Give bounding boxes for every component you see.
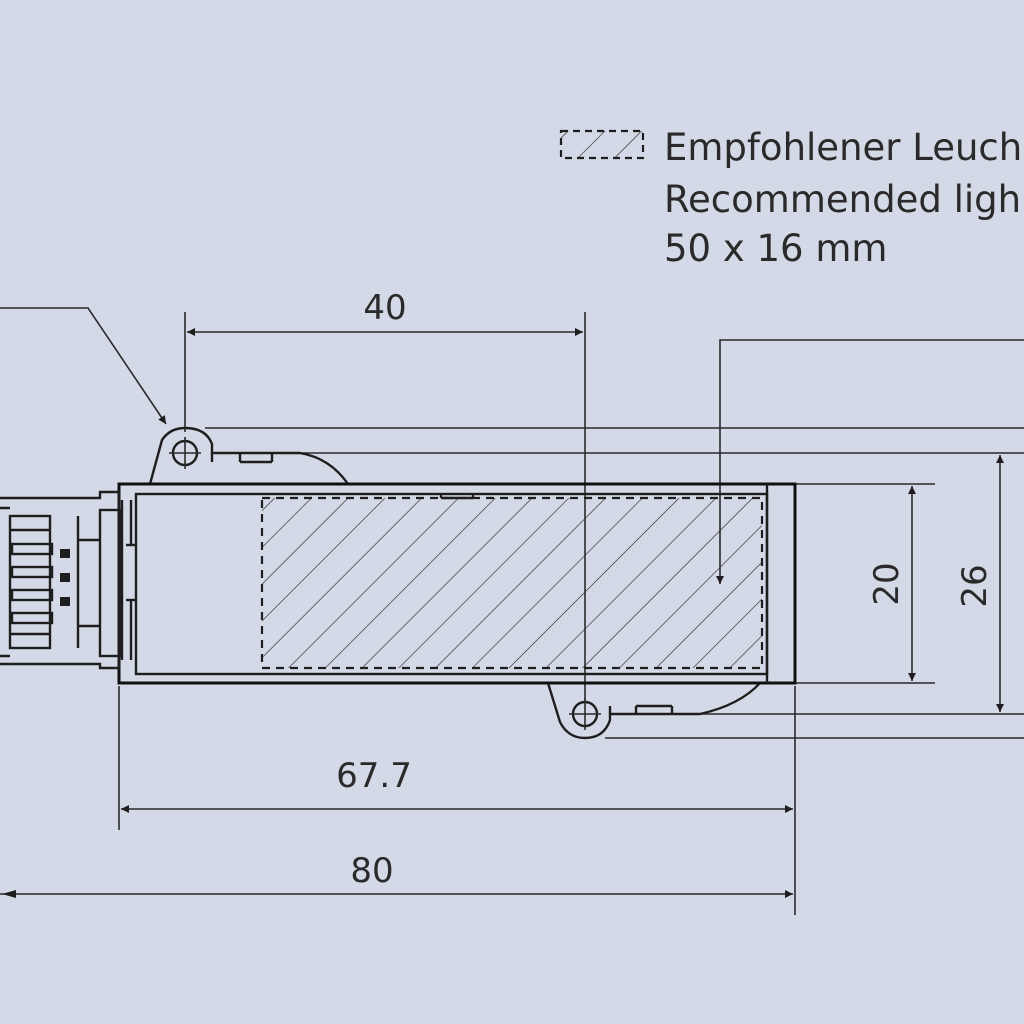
- extension-lines-right: [205, 427, 1024, 739]
- dimension-20: 20: [867, 486, 916, 681]
- dim-label-80: 80: [350, 851, 393, 891]
- connector: [0, 490, 136, 670]
- legend-hatch-swatch: [559, 129, 645, 160]
- dimension-67-7: 67.7: [118, 686, 796, 915]
- dim-label-26: 26: [955, 564, 995, 607]
- connector-pins: [10, 542, 54, 625]
- legend-label-en: Recommended ligh: [664, 178, 1021, 221]
- bottom-mounting-hole: [569, 698, 601, 730]
- dim-label-40: 40: [363, 288, 406, 328]
- connector-contacts: [60, 549, 70, 606]
- offset-arrow: [716, 339, 1024, 584]
- top-mounting-tab: [148, 426, 349, 485]
- dim-label-20: 20: [867, 562, 907, 605]
- legend-size: 50 x 16 mm: [664, 227, 887, 270]
- bottom-mounting-tab: [546, 682, 761, 740]
- legend-label-de: Empfohlener Leuch: [664, 126, 1022, 169]
- dimension-80: 80: [0, 851, 793, 898]
- legend: Empfohlener Leuch Recommended ligh 50 x …: [559, 126, 1022, 270]
- top-mounting-hole: [169, 437, 201, 469]
- dimension-26: 26: [955, 455, 1004, 712]
- dim-label-67-7: 67.7: [336, 756, 412, 796]
- leader-line: [0, 307, 167, 425]
- recommended-light-area: [260, 496, 764, 670]
